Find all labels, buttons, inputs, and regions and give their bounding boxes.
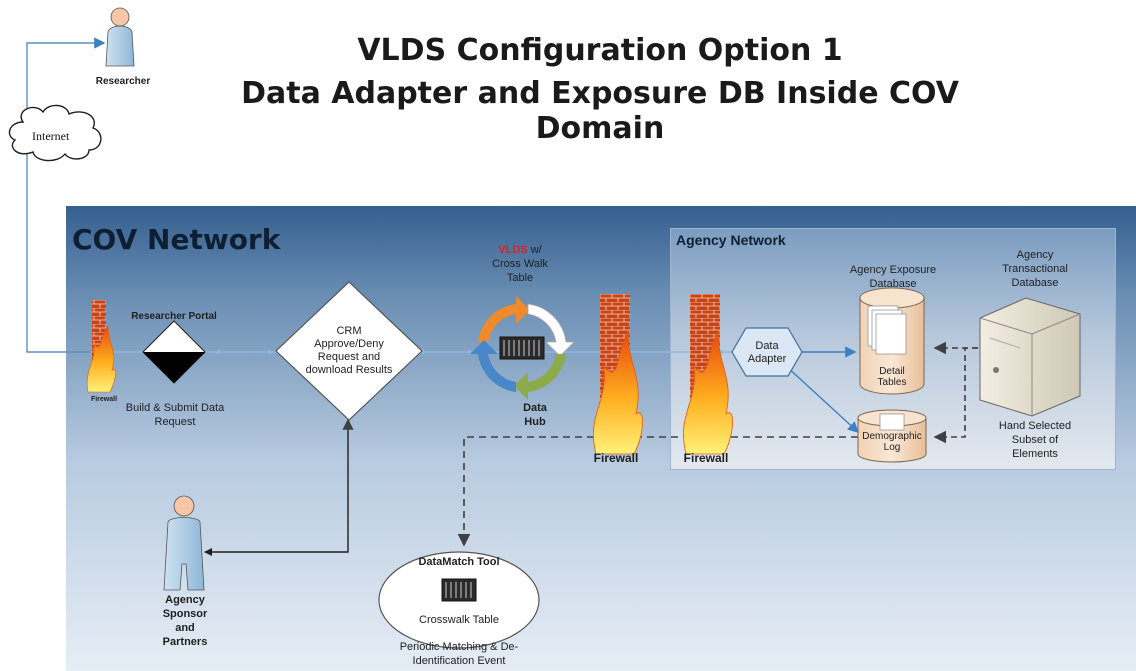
transactional-to-log-dashed [933, 347, 978, 444]
exposure-db-inner-line1: Detail [879, 366, 905, 377]
vlds-suffix: w/ [527, 244, 542, 256]
crm-diamond [275, 281, 423, 421]
researcher-portal-caption-line1: Build & Submit Data [125, 402, 225, 414]
agency-sponsor-person [163, 495, 205, 591]
firewall-label: Firewall [683, 451, 729, 465]
internet-label: Internet [32, 129, 70, 143]
researcher-person [105, 7, 135, 67]
data-adapter-line1: Data [755, 340, 779, 352]
data-hub-line2: Hub [524, 416, 546, 428]
diagram-title-line2: Data Adapter and Exposure DB Inside COV … [241, 76, 959, 146]
datamatch-caption-line2: Identification Event [412, 655, 506, 667]
exposure-db-inner-line2: Tables [877, 377, 907, 388]
datamatch-caption-line1: Periodic Matching & De- [399, 641, 519, 653]
vlds-word: VLDS [498, 244, 528, 256]
agency-sponsor-line4: Partners [162, 636, 208, 648]
agency-network-label: Agency Network [676, 232, 786, 248]
crm-line2: Approve/Deny [314, 338, 384, 350]
demographic-log-cylinder [857, 409, 927, 463]
exposure-db-line1: Agency Exposure [849, 264, 937, 276]
researcher-portal-diamond [142, 320, 206, 384]
crm-line4: download Results [305, 364, 393, 376]
transactional-db-line1: Agency [1016, 249, 1054, 261]
diagram-title-line1: VLDS Configuration Option 1 [357, 33, 843, 68]
hand-selected-line2: Subset of [1011, 434, 1059, 446]
firewall-icon [86, 300, 116, 393]
exposure-db-cylinder [859, 287, 925, 395]
vlds-caption-line2: Cross Walk [492, 258, 548, 270]
data-hub-line1: Data [523, 402, 547, 414]
data-adapter-line2: Adapter [747, 353, 787, 365]
demographic-log-line2: Log [883, 442, 901, 453]
hand-selected-line1: Hand Selected [998, 420, 1072, 432]
data-adapter-hexagon [731, 327, 803, 377]
datamatch-subtitle: Crosswalk Table [419, 614, 499, 626]
crm-line1: CRM [336, 325, 362, 337]
transactional-server-icon [979, 297, 1081, 417]
crosswalk-table-icon [441, 578, 477, 602]
firewall-label: Firewall [593, 451, 639, 465]
exposure-db-line2: Database [869, 278, 917, 290]
firewall-icon [592, 294, 643, 455]
hand-selected-line3: Elements [1012, 448, 1058, 460]
vlds-caption-line3: Table [506, 272, 534, 284]
agency-sponsor-line3: and [175, 622, 195, 634]
data-hub-cycle [470, 296, 575, 400]
cov-network-label: COV Network [72, 223, 281, 256]
agency-sponsor-line1: Agency [165, 594, 205, 606]
adapter-to-log-line [785, 365, 860, 433]
researcher-portal-caption-line2: Request [154, 416, 196, 428]
demographic-log-line1: Demographic [862, 431, 922, 442]
internet-cloud [8, 104, 102, 162]
internet-connection-line [26, 37, 106, 353]
firewall-label: Firewall [90, 396, 118, 403]
researcher-portal-title: Researcher Portal [131, 311, 217, 322]
vlds-caption-line1: VLDS w/ [480, 244, 560, 257]
datamatch-title: DataMatch Tool [418, 556, 500, 568]
sponsor-to-crm-line [205, 418, 354, 553]
transactional-db-line3: Database [1011, 277, 1059, 289]
transactional-db-line2: Transactional [1002, 263, 1068, 275]
researcher-label: Researcher [95, 76, 151, 87]
log-to-datamatch-dashed [457, 436, 858, 547]
firewall-icon [682, 294, 733, 455]
agency-sponsor-line2: Sponsor [162, 608, 208, 620]
crm-line3: Request and [317, 351, 381, 363]
